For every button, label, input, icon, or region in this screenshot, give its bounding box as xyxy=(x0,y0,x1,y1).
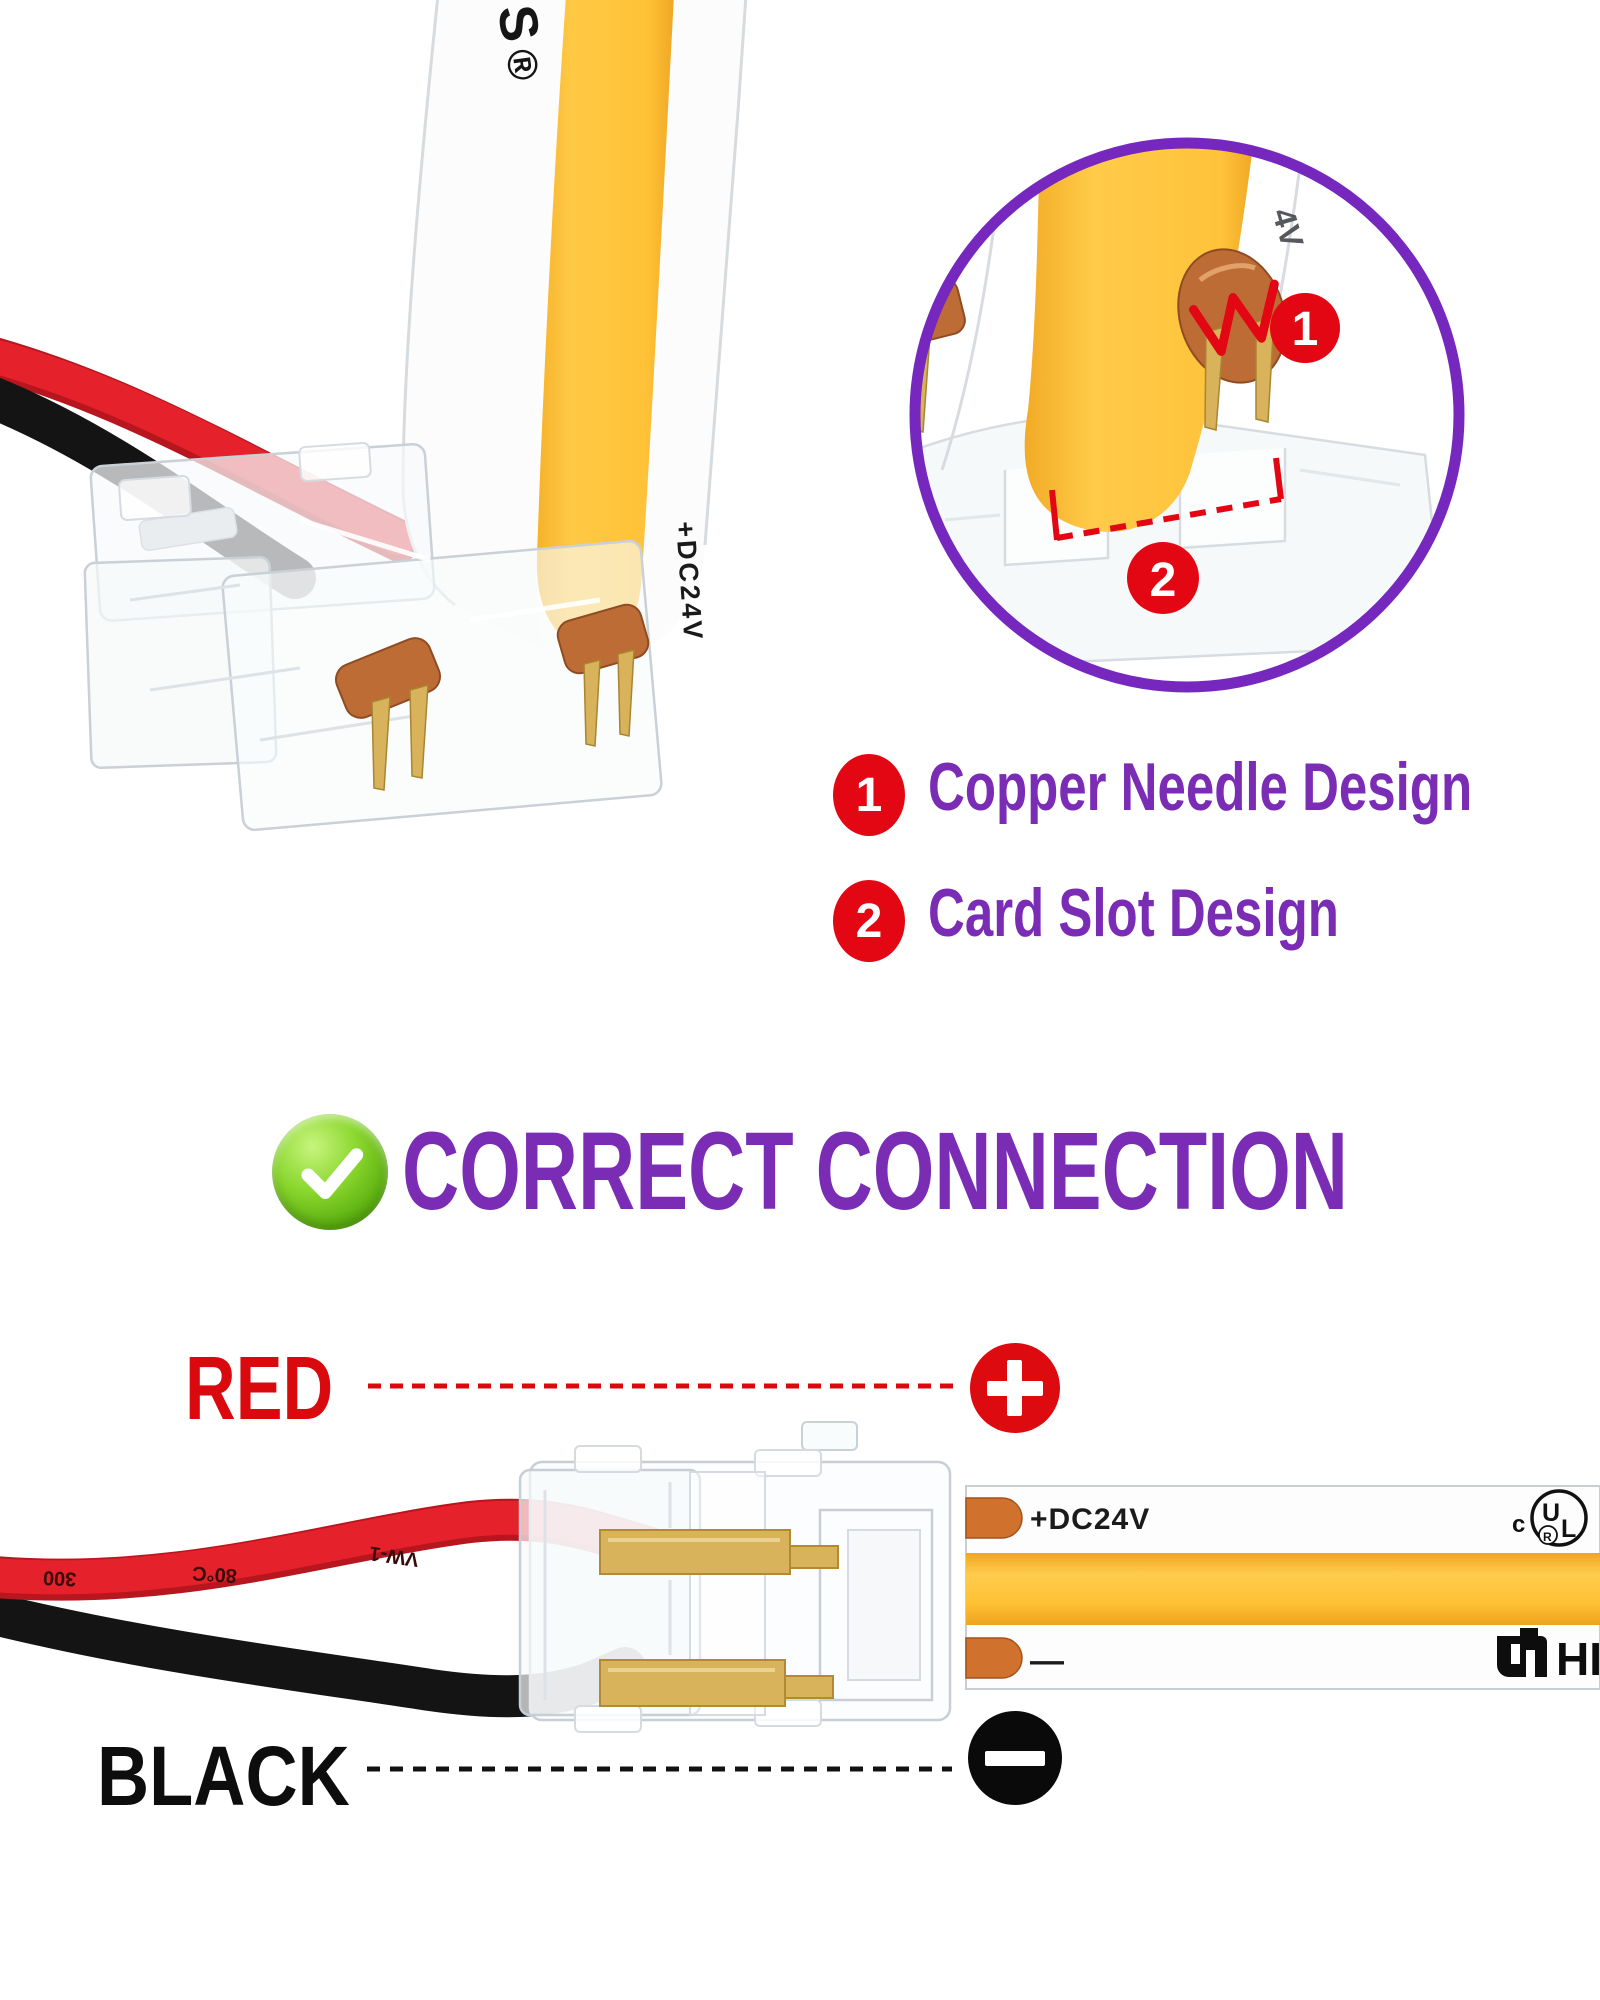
strip-negative-marking: — xyxy=(1030,1642,1064,1680)
copper-pad-needles xyxy=(334,637,442,791)
gold-contact xyxy=(599,1529,839,1707)
strip-connector xyxy=(83,442,663,832)
strip-connector xyxy=(518,1421,952,1733)
polarity-annotations xyxy=(367,1343,1062,1805)
legend-number: 1 xyxy=(855,768,883,822)
svg-text:U: U xyxy=(1542,1499,1560,1527)
minus-icon xyxy=(968,1711,1062,1805)
legend-number: 2 xyxy=(855,894,883,948)
copper-pad-needles xyxy=(556,603,650,747)
callout-1: 1 xyxy=(1270,293,1340,363)
ul-certification-mark: c U L R xyxy=(1512,1489,1588,1547)
solder-pad-negative xyxy=(965,1637,1023,1679)
brand-logo-mark xyxy=(1497,1628,1547,1677)
svg-text:L: L xyxy=(1561,1515,1576,1543)
black-wire-label: BLACK xyxy=(97,1729,350,1823)
legend-badge-2: 2 xyxy=(833,880,905,962)
legend-label-copper-needle: Copper Needle Design xyxy=(928,749,1473,825)
check-icon xyxy=(272,1114,388,1230)
solder-pad-positive xyxy=(965,1497,1023,1539)
led-strip: +DC24V — c U L R HI xyxy=(965,1485,1600,1690)
wire-print: 300 80°C VW-1 xyxy=(42,1542,420,1590)
legend-badge-1: 1 xyxy=(833,754,905,836)
strip-positive-marking: +DC24V xyxy=(1030,1503,1150,1536)
strip-cob-band-magnified xyxy=(1024,147,1256,532)
top-photo: S® +DC24V xyxy=(0,0,748,832)
heading-title: CORRECT CONNECTION xyxy=(402,1110,1349,1233)
strip-cob-band xyxy=(536,0,674,653)
svg-text:R: R xyxy=(1543,1530,1552,1544)
card-slot-bracket xyxy=(1049,457,1284,541)
svg-text:2: 2 xyxy=(1150,554,1177,607)
check-glyph xyxy=(301,1148,364,1199)
svg-text:1: 1 xyxy=(1292,303,1319,356)
svg-text:300: 300 xyxy=(42,1566,76,1590)
strip-cob-band xyxy=(966,1553,1600,1625)
svg-text:80°C: 80°C xyxy=(192,1561,238,1586)
strip-brand-print: S® xyxy=(486,1,556,84)
needle-annotation-squiggle xyxy=(1189,279,1279,356)
plus-icon xyxy=(970,1343,1060,1433)
strip-white xyxy=(402,0,566,652)
brand-text-fragment: HI xyxy=(1556,1633,1600,1685)
svg-text:c: c xyxy=(1512,1511,1525,1538)
legend-label-card-slot: Card Slot Design xyxy=(928,875,1339,951)
magnifier-ring xyxy=(909,137,1465,693)
magnifier-inset: 4V 1 2 xyxy=(909,137,1465,693)
red-wire-label: RED xyxy=(185,1339,334,1439)
connection-photo: 300 80°C VW-1 xyxy=(0,1421,1600,1733)
callout-2: 2 xyxy=(1127,542,1199,614)
